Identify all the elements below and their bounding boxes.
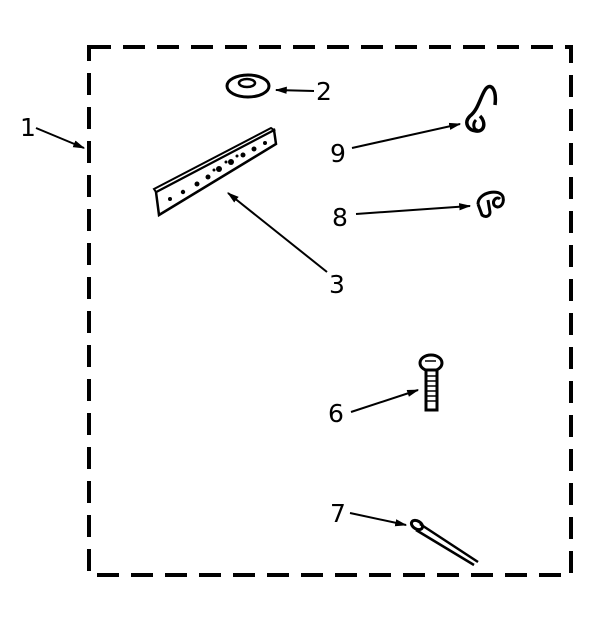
callout-1-label: 1: [20, 113, 36, 142]
callout-7[interactable]: 7: [330, 499, 408, 528]
washer-icon: [225, 73, 271, 99]
callout-6-label: 6: [328, 399, 344, 428]
callout-9-label: 9: [330, 139, 346, 168]
callout-8-label: 8: [332, 203, 348, 232]
perforated-strap-icon: [152, 126, 278, 218]
callout-7-label: 7: [330, 499, 346, 528]
callout-6[interactable]: 6: [328, 389, 420, 428]
callout-9[interactable]: 9: [330, 122, 462, 168]
callout-1[interactable]: 1: [20, 113, 86, 149]
callout-2-label: 2: [316, 77, 332, 106]
clip-icon: [476, 190, 505, 218]
callout-3[interactable]: 3: [227, 192, 345, 299]
callout-2[interactable]: 2: [274, 77, 332, 106]
screw-icon: [418, 353, 444, 412]
callout-8[interactable]: 8: [332, 203, 472, 232]
hook-clip-icon: [465, 84, 498, 133]
callout-3-label: 3: [329, 270, 345, 299]
kit-box-border: [87, 45, 573, 577]
cotter-pin-icon: [409, 518, 479, 567]
